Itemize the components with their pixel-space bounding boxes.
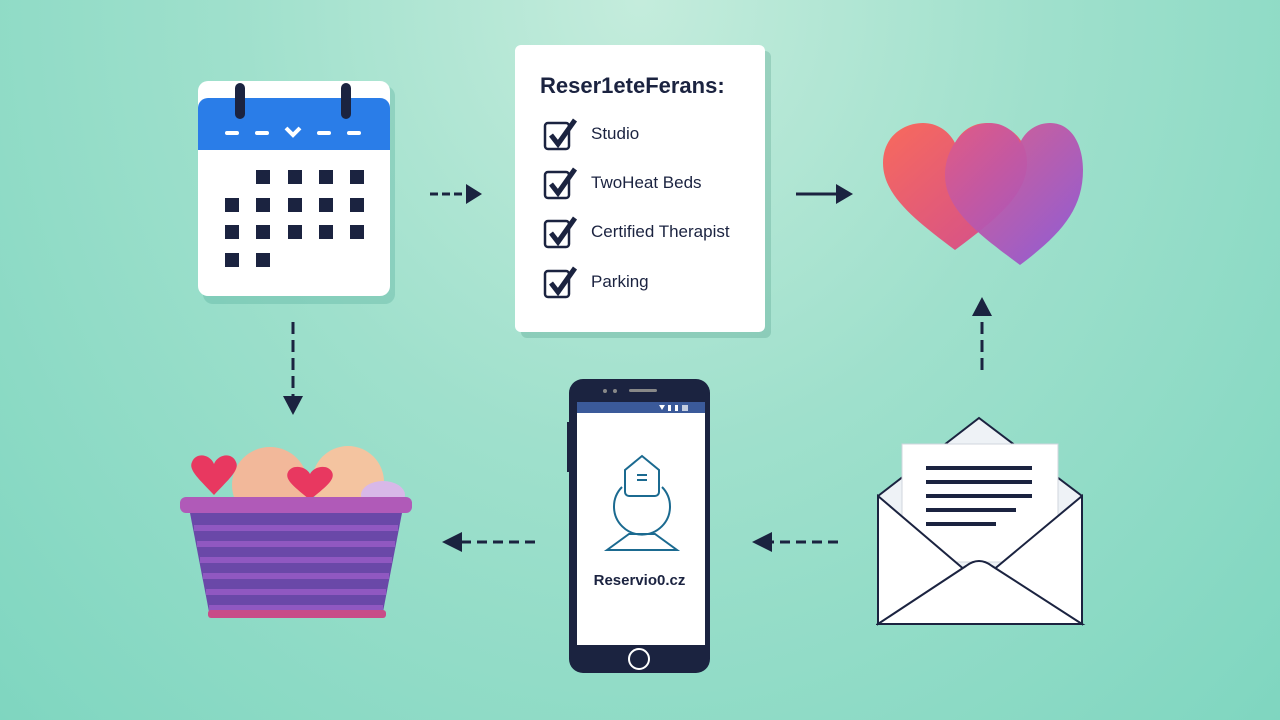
checklist-item: TwoHeat Beds [543, 166, 702, 200]
checkbox-checked-icon [543, 216, 578, 249]
amenities-checklist-card: Reser1eteFerans: Studio TwoHeat Beds Cer… [515, 45, 765, 332]
envelope-letter-icon [876, 416, 1086, 626]
basket-icon [180, 446, 412, 618]
arrow-right-icon [430, 184, 482, 204]
arrow-down-icon [283, 322, 303, 415]
checkbox-checked-icon [543, 167, 578, 200]
app-name: Reservio0.cz [593, 572, 686, 589]
checklist-item: Parking [543, 265, 649, 299]
arrow-right-icon [796, 184, 853, 204]
hearts-icon [883, 123, 1083, 265]
calendar-icon [198, 81, 395, 304]
smartphone: Reservio0.cz [567, 377, 712, 675]
arrow-left-icon [442, 532, 535, 552]
checkbox-checked-icon [543, 266, 578, 299]
arrow-left-icon [752, 532, 838, 552]
arrow-up-icon [972, 297, 992, 370]
phone-frame [567, 379, 710, 673]
checklist-title: Reser1eteFerans: [540, 73, 725, 98]
reservio-logo-icon [603, 454, 681, 551]
checkbox-checked-icon [543, 118, 578, 151]
checklist-item: Certified Therapist [543, 215, 730, 249]
checklist-item: Studio [543, 117, 639, 151]
